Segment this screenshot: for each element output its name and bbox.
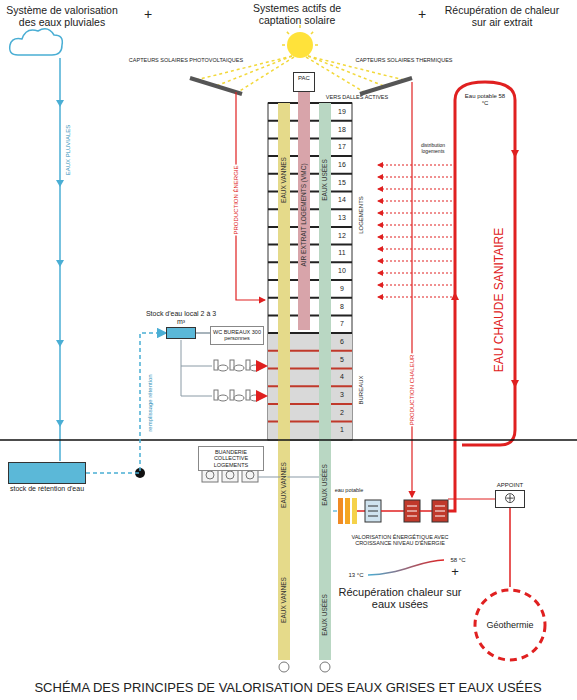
- retention-tank: stock de rétention d'eau: [8, 462, 86, 484]
- distribution-arrow: [378, 249, 452, 250]
- node-text: PAC: [294, 73, 314, 84]
- distribution-arrow: [378, 225, 452, 226]
- label: EAUX USÉES: [321, 593, 328, 637]
- floor-number: 14: [338, 197, 346, 205]
- wc-box: WC BUREAUX 300 personnes: [210, 326, 264, 345]
- label: EAUX VANNES: [280, 156, 287, 204]
- floor-number: 1: [340, 427, 344, 435]
- label: PRODUCTION CHALEUR: [409, 354, 416, 427]
- pac-box: PAC: [293, 72, 315, 92]
- label: EAUX VANNES: [280, 576, 287, 624]
- label: +: [144, 7, 152, 22]
- floor-number: 9: [340, 285, 344, 293]
- distribution-arrow: [378, 189, 452, 190]
- caption: SCHÉMA DES PRINCIPES DE VALORISATION DES…: [34, 681, 541, 695]
- floor-number: 2: [340, 409, 344, 417]
- label: Systemes actifs de captation solaire: [242, 3, 352, 26]
- label: EAU CHAUDE SANITAIRE: [493, 228, 506, 372]
- distribution-arrow: [378, 201, 452, 202]
- appoint-symbol: [506, 495, 513, 502]
- distribution-arrow: [378, 273, 452, 274]
- floor-number: 5: [340, 356, 344, 364]
- floor-number: 18: [338, 126, 346, 134]
- distribution-arrow: [378, 177, 452, 178]
- wc-arrow: [260, 395, 266, 397]
- label: 58 °C: [450, 557, 465, 564]
- wc-icon: [218, 365, 228, 371]
- wc-icon: [218, 395, 228, 401]
- label: VALORISATION ÉNERGÉTIQUE AVEC CROISSANCE…: [340, 534, 460, 546]
- distribution-arrow: [378, 285, 452, 286]
- distribution-arrow: [378, 237, 452, 238]
- tank-box: Stock d'eau local 2 à 3 m³: [166, 327, 196, 339]
- label: +: [418, 7, 426, 22]
- floor-number: 17: [338, 143, 346, 151]
- wc-icon: [234, 395, 244, 401]
- label: LOGEMENTS: [358, 196, 365, 234]
- label: AIR EXTRAIT LOGEMENTS (VMC): [300, 162, 307, 267]
- wc-icon: [230, 360, 234, 370]
- label: Eau potable 58 °C: [461, 93, 509, 106]
- label: Récupération chaleur sur eaux usées: [335, 586, 465, 610]
- wc-icon: [234, 365, 244, 371]
- floor-number: 19: [338, 108, 346, 116]
- label: EAUX PLUVIALES: [65, 125, 72, 176]
- wc-icon: [250, 365, 260, 371]
- floor-number: 10: [338, 267, 346, 275]
- distribution-arrow: [378, 165, 452, 166]
- label: EAUX VANNES: [280, 461, 287, 509]
- edge-label: remplissage rétention: [147, 374, 154, 431]
- laundry-box: BUANDERIE COLLECTIVE LOGEMENTS: [198, 446, 264, 471]
- appoint-box: APPOINT: [495, 490, 525, 508]
- floor-number: 3: [340, 391, 344, 399]
- label: EAUX USÉES: [321, 158, 328, 202]
- floor-number: 16: [338, 161, 346, 169]
- floor-number: 13: [338, 214, 346, 222]
- label: Récupération de chaleur sur air extrait: [442, 5, 562, 28]
- node-text: BUANDERIE COLLECTIVE LOGEMENTS: [199, 447, 263, 470]
- pipe-connector: [196, 332, 210, 334]
- floor-number: 7: [340, 320, 344, 328]
- pipe-connector: [509, 508, 511, 587]
- wc-icon: [214, 390, 218, 400]
- label: CAPTEURS SOLAIRES THERMIQUES: [355, 57, 452, 63]
- wc-icon: [246, 390, 250, 400]
- floor-number: 4: [340, 374, 344, 382]
- geothermal-ring: [475, 590, 545, 660]
- label: BUREAUX: [358, 375, 365, 404]
- label: eau potable: [335, 487, 364, 493]
- appoint-symbol: [506, 494, 515, 503]
- label: distribution logements: [415, 143, 451, 154]
- node-text: Géothermie: [486, 620, 533, 630]
- floor-number: 6: [340, 338, 344, 346]
- node-text: stock de rétention d'eau: [10, 485, 84, 493]
- floor-number: 15: [338, 179, 346, 187]
- label: 13 °C: [348, 572, 363, 579]
- label: CAPTEURS SOLAIRES PHOTOVOLTAIQUES: [129, 57, 243, 63]
- wc-icon: [246, 360, 250, 370]
- node-text: Stock d'eau local 2 à 3 m³: [145, 310, 217, 326]
- wc-arrow: [260, 365, 266, 367]
- appoint-icon: [496, 491, 524, 507]
- label: PRODUCTION ÉNERGIE: [233, 164, 240, 235]
- node-text: WC BUREAUX 300 personnes: [211, 327, 263, 344]
- wc-icon: [250, 395, 260, 401]
- label: EAUX USÉES: [321, 463, 328, 507]
- label: +: [451, 565, 459, 579]
- distribution-arrow: [378, 261, 452, 262]
- distribution-arrow: [378, 213, 452, 214]
- geothermal-circle: Géothermie: [472, 587, 548, 663]
- node-text: APPOINT: [497, 482, 523, 489]
- distribution-arrow: [378, 297, 452, 298]
- pipe-connector: [86, 333, 166, 473]
- floor-number: 8: [340, 303, 344, 311]
- label: VERS DALLES ACTIVES: [326, 94, 388, 100]
- floor-number: 12: [338, 232, 346, 240]
- label: Système de valorisation des eaux pluvial…: [0, 5, 125, 28]
- floor-number: 11: [338, 250, 345, 258]
- wc-icon: [230, 390, 234, 400]
- wc-icon: [214, 360, 218, 370]
